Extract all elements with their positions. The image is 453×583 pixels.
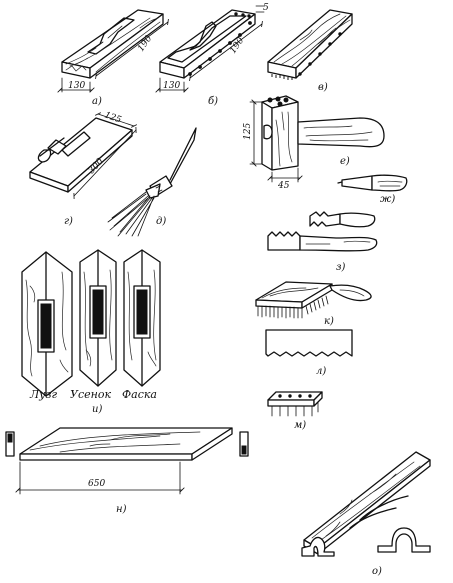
v-nails: [271, 32, 342, 80]
serrated-trowel-l: л): [265, 329, 353, 377]
whisk-brush-d: д): [107, 127, 197, 237]
dim-b-width: 130: [163, 81, 180, 91]
caption-luzg: Лузг: [29, 388, 58, 401]
caption-usenok: Усенок: [70, 388, 111, 401]
dim-e-width: 45: [277, 181, 290, 191]
long-rule-n: 650 н): [5, 427, 249, 515]
label-e: е): [340, 156, 350, 167]
dim-b-thickness: 5: [263, 3, 269, 13]
notched-chisels-z: з): [267, 211, 378, 273]
label-zh: ж): [380, 194, 395, 205]
label-n: н): [116, 504, 127, 515]
label-m: м): [294, 420, 306, 431]
label-z: з): [336, 262, 345, 273]
float-board-a: 130 190 а): [60, 9, 168, 107]
label-a: а): [92, 96, 102, 107]
chisel-zh: ж): [337, 174, 408, 205]
clamped-board-o: о): [301, 451, 431, 577]
caption-faska: Фаска: [122, 388, 157, 401]
float-luzg: [21, 251, 73, 397]
label-g: г): [64, 216, 73, 227]
dim-a-width: 130: [68, 81, 85, 91]
label-o: о): [372, 566, 382, 577]
wire-brush-k: к): [255, 281, 372, 327]
label-v: в): [318, 82, 328, 93]
label-b: б): [208, 96, 218, 107]
label-d: д): [156, 216, 166, 227]
float-usenok: [79, 249, 117, 387]
dim-n-length: 650: [88, 479, 105, 489]
float-faska: [123, 249, 161, 387]
hollow-float-b: 130 190 5 б): [158, 3, 269, 107]
plaster-float-g: 125 300 г): [29, 110, 136, 227]
label-i: и): [92, 404, 102, 415]
dim-e-height: 125: [243, 123, 253, 140]
nail-comb-m: м): [267, 391, 323, 431]
label-l: л): [316, 366, 326, 377]
mallet-e: 125 45 е): [243, 95, 385, 191]
corner-floats-i: Лузг Усенок Фаска и): [21, 249, 161, 415]
spike-float-v: в): [267, 9, 353, 93]
label-k: к): [324, 316, 334, 327]
